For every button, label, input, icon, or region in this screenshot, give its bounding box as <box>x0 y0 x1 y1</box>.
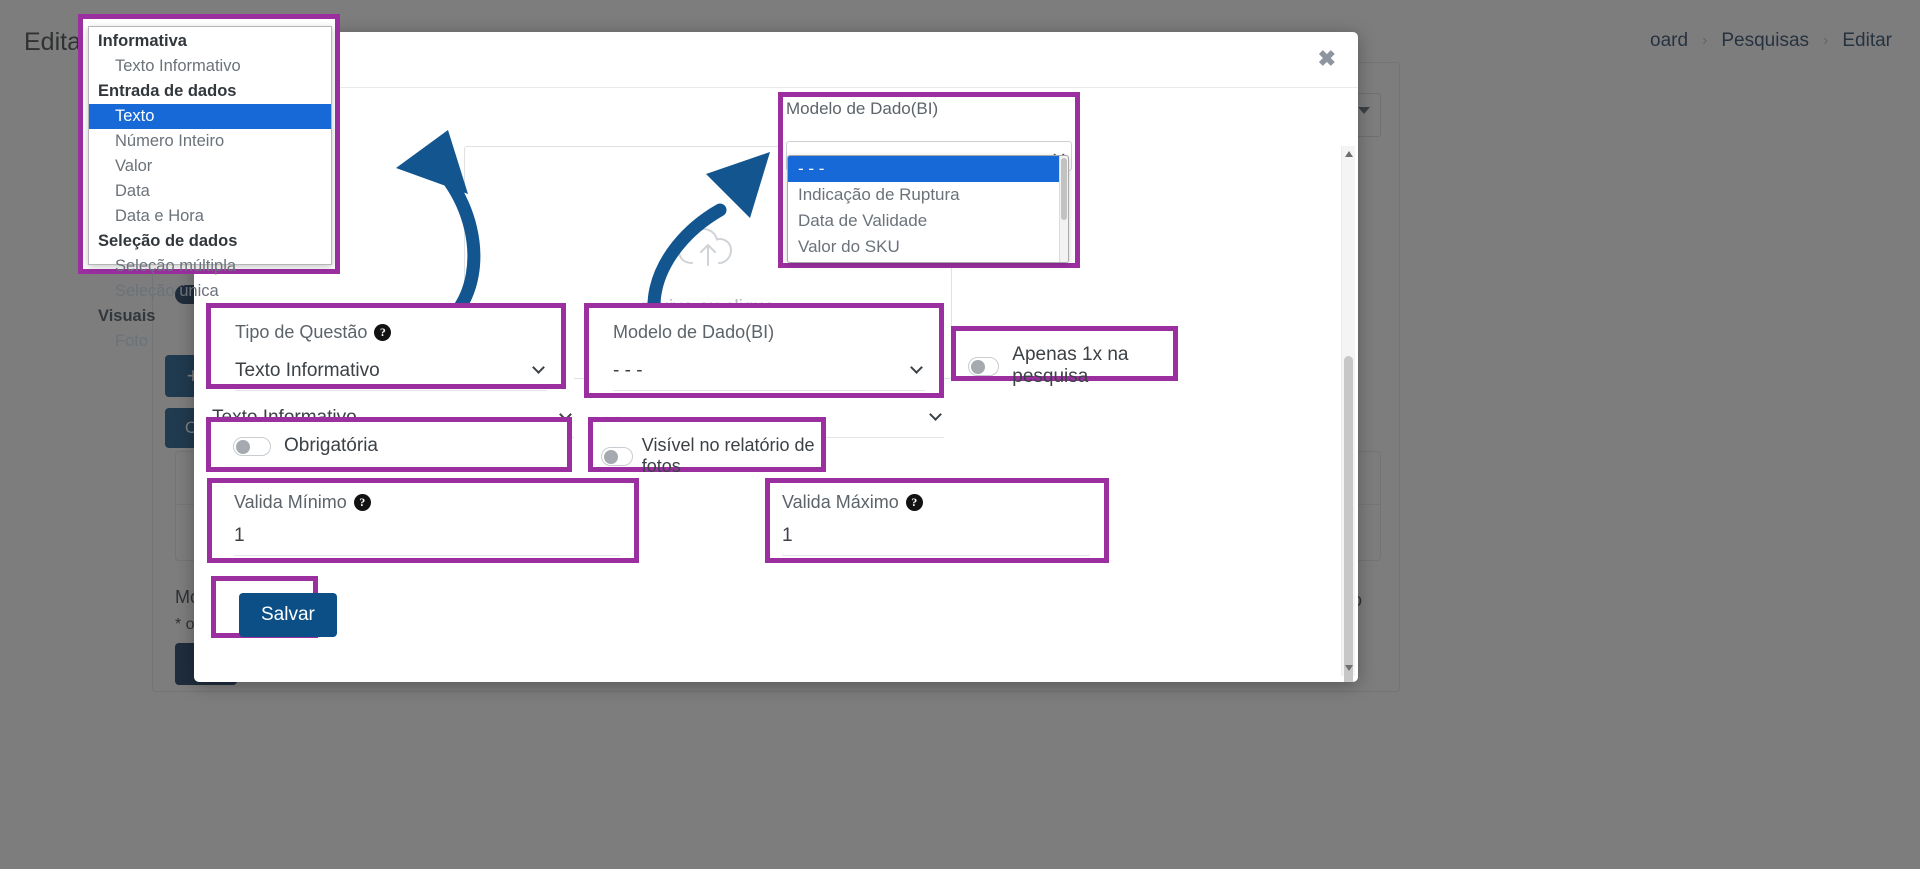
toggle-knob <box>971 359 985 374</box>
toggle-knob <box>604 449 618 464</box>
chevron-down-icon <box>532 361 545 374</box>
bi-option-none[interactable]: - - - <box>788 156 1068 182</box>
valida-maximo-highlight: Valida Máximo ? 1 <box>765 478 1109 563</box>
valida-maximo-input[interactable]: 1 <box>782 525 1090 556</box>
modelo-dado-hl-label: Modelo de Dado(BI) <box>613 322 775 342</box>
chevron-down-icon <box>929 408 942 421</box>
dropdown-option-texto[interactable]: Texto <box>89 104 331 129</box>
modelo-dado-highlight: Modelo de Dado(BI) - - - <box>584 303 944 398</box>
scrollbar-thumb[interactable] <box>1061 158 1067 220</box>
apenas-1x-label: Apenas 1x na pesquisa <box>1012 344 1129 387</box>
bi-option-valor-do-sku[interactable]: Valor do SKU <box>798 237 900 256</box>
visivel-relatorio-toggle[interactable] <box>601 446 633 466</box>
modelo-dado-hl-value: - - - <box>613 360 643 381</box>
modelo-dado-dropdown-card: Modelo de Dado(BI) - - - <box>786 99 1072 171</box>
dropdown-group-selecao-de-dados: Seleção de dados <box>98 232 238 250</box>
bi-options-scrollbar[interactable] <box>1059 156 1068 262</box>
visivel-relatorio-toggle-row[interactable]: Visível no relatório de fotos <box>601 435 821 477</box>
tipo-questao-hl-select[interactable]: Texto Informativo <box>235 360 547 391</box>
dropdown-option-selecao-unica[interactable]: Seleção única <box>115 282 219 300</box>
help-icon[interactable]: ? <box>374 324 392 341</box>
obrigatoria-label: Obrigatória <box>284 435 378 456</box>
apenas-1x-highlight: Apenas 1x na pesquisa <box>951 326 1178 387</box>
apenas-1x-toggle-row[interactable]: Apenas 1x na pesquisa <box>968 344 1173 388</box>
toggle-knob <box>236 439 250 454</box>
chevron-down-icon <box>910 361 923 374</box>
dropdown-option-texto-informativo[interactable]: Texto Informativo <box>115 57 241 75</box>
help-icon[interactable]: ? <box>905 494 923 511</box>
visivel-relatorio-label: Visível no relatório de fotos <box>641 435 815 476</box>
modelo-dado-popup-label: Modelo de Dado(BI) <box>786 99 939 118</box>
apenas-1x-toggle[interactable] <box>968 356 1000 376</box>
valida-maximo-label-row: Valida Máximo ? <box>782 492 923 513</box>
scroll-up-arrow-icon[interactable] <box>1345 151 1353 157</box>
valida-minimo-label-row: Valida Mínimo ? <box>234 492 371 513</box>
modal-header: estão ✖ <box>194 32 1358 88</box>
dropdown-group-visuais: Visuais <box>98 307 156 325</box>
valida-minimo-input[interactable]: 1 <box>234 525 620 556</box>
scrollbar-thumb[interactable] <box>1344 356 1353 682</box>
obrigatoria-toggle-row[interactable]: Obrigatória <box>233 435 378 457</box>
valida-minimo-highlight: Valida Mínimo ? 1 <box>207 478 639 563</box>
dropdown-group-informativa: Informativa <box>98 32 187 50</box>
tipo-questao-dropdown-list[interactable]: Informativa Texto Informativo Entrada de… <box>88 26 332 350</box>
cloud-upload-icon <box>676 225 740 276</box>
tipo-questao-highlight: Tipo de Questão ? Texto Informativo <box>206 303 566 391</box>
dropdown-option-data[interactable]: Data <box>115 182 150 200</box>
salvar-highlight: Salvar <box>211 576 337 638</box>
valida-maximo-label: Valida Máximo <box>782 492 899 512</box>
dropdown-option-numero-inteiro[interactable]: Número Inteiro <box>115 132 225 150</box>
dropdown-option-valor[interactable]: Valor <box>115 157 153 175</box>
valida-minimo-label: Valida Mínimo <box>234 492 347 512</box>
modal-scrollbar[interactable] <box>1341 146 1355 682</box>
save-button[interactable]: Salvar <box>239 593 337 637</box>
dropdown-option-selecao-multipla[interactable]: Seleção múltipla <box>115 257 237 275</box>
dropdown-option-foto[interactable]: Foto <box>115 332 149 350</box>
bi-option-quantidade-do-sku[interactable]: Quantidade do SKU <box>788 260 1068 262</box>
dropdown-option-data-e-hora[interactable]: Data e Hora <box>115 207 204 225</box>
tipo-questao-hl-label: Tipo de Questão <box>235 322 368 342</box>
modelo-dado-hl-select[interactable]: - - - <box>613 360 925 391</box>
close-icon[interactable]: ✖ <box>1317 46 1336 71</box>
bi-option-indicacao-de-ruptura[interactable]: Indicação de Ruptura <box>798 185 960 204</box>
modelo-dado-options-list[interactable]: - - - Indicação de Ruptura Data de Valid… <box>787 155 1069 263</box>
obrigatoria-toggle[interactable] <box>233 436 271 456</box>
dropdown-group-entrada-de-dados: Entrada de dados <box>98 82 237 100</box>
scroll-down-arrow-icon[interactable] <box>1345 665 1353 671</box>
obrigatoria-highlight: Obrigatória <box>206 417 572 472</box>
tipo-questao-hl-label-row: Tipo de Questão ? <box>235 322 392 343</box>
help-icon[interactable]: ? <box>353 494 371 511</box>
bi-option-data-de-validade[interactable]: Data de Validade <box>798 211 928 230</box>
tipo-questao-hl-value: Texto Informativo <box>235 360 380 381</box>
visivel-relatorio-highlight: Visível no relatório de fotos <box>588 417 826 476</box>
